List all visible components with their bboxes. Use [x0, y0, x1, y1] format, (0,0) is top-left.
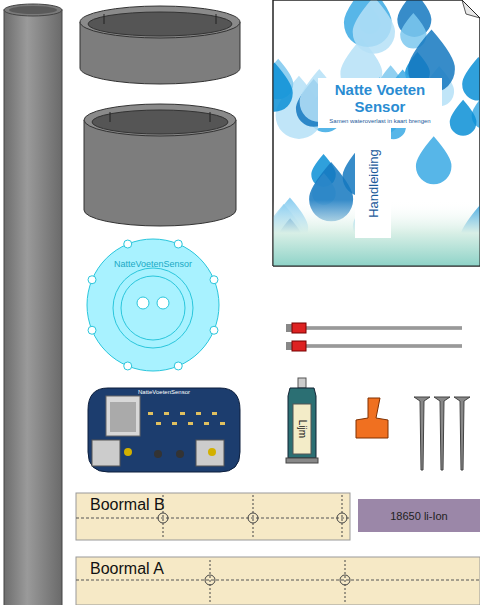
- template-a: [76, 557, 480, 605]
- battery-label-box: 18650 li-Ion: [358, 499, 480, 532]
- glue-label: Lijm: [297, 420, 308, 438]
- manual-tag-box: Handleiding: [355, 128, 391, 238]
- template-name: Boormal B: [90, 496, 165, 514]
- pcb-silkscreen: NatteVoetenSensor: [138, 389, 190, 395]
- template-name: Boormal A: [90, 560, 164, 578]
- manual-title-box: Natte Voeten SensorSamen wateroverlast i…: [318, 78, 442, 128]
- nails: [414, 397, 470, 470]
- template-name-box: Boormal A: [90, 560, 164, 578]
- battery-label: 18650 li-Ion: [390, 510, 448, 522]
- spatula: [356, 398, 388, 438]
- probe-pins: [286, 323, 462, 351]
- template-name-box: Boormal B: [90, 496, 165, 514]
- template-b: [76, 493, 350, 540]
- battery: [358, 499, 480, 532]
- manual-subtitle: Samen wateroverlast in kaart brengen: [321, 118, 439, 124]
- disc-text: NatteVoetenSensor: [114, 259, 192, 269]
- pcb: [88, 388, 240, 472]
- lid-disc: [87, 239, 219, 371]
- manual-tag: Handleiding: [366, 149, 381, 218]
- pipe: [4, 4, 62, 605]
- manual-title: Natte Voeten Sensor: [321, 82, 439, 115]
- ring-bottom: [84, 104, 236, 226]
- manual-cover: [256, 0, 480, 268]
- ring-top: [80, 6, 240, 84]
- glue-tube: [286, 378, 318, 463]
